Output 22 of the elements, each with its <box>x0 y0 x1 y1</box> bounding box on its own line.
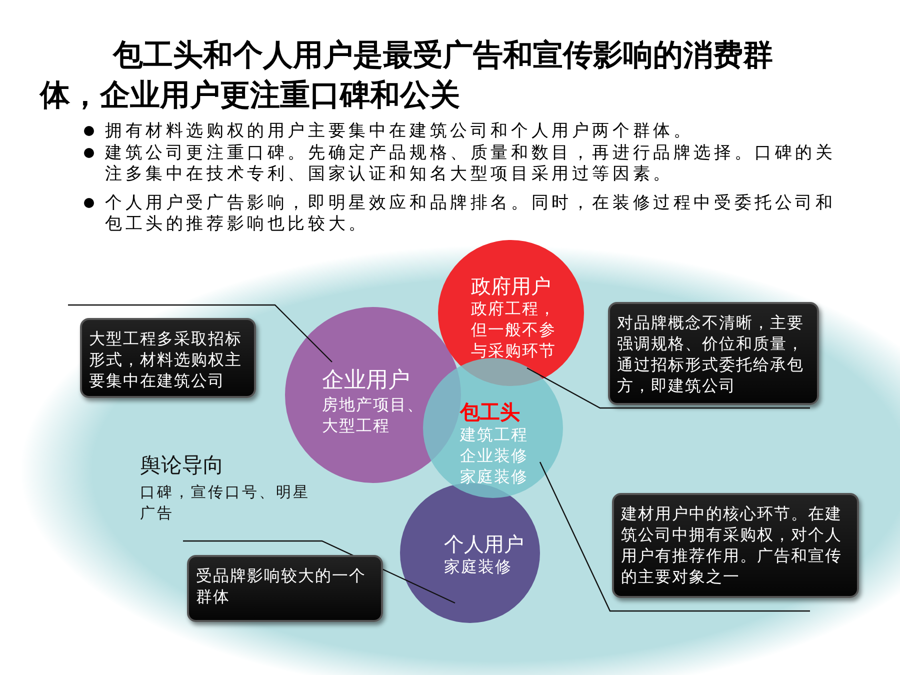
bullet-text: 建筑公司更注重口碑。先确定产品规格、质量和数目，再进行品牌选择。口碑的关注多集中在技术专利、国家认证和知名大型项目采用过等因素。 <box>105 143 837 185</box>
leader-line <box>183 540 456 604</box>
leader-line <box>526 367 810 409</box>
circle-heading: 政府用户 <box>471 274 551 298</box>
callout-box: 受品牌影响较大的一个群体 <box>187 555 383 622</box>
leader-line <box>539 462 810 612</box>
callout-box: 大型工程多采取招标形式，材料选购权主要集中在建筑公司 <box>80 318 256 398</box>
leader-line <box>68 304 332 362</box>
circle-text: 建筑工程企业装修家庭装修 <box>460 424 529 487</box>
circle-text: 政府工程，但一般不参与采购环节 <box>471 298 557 361</box>
bullet-text: 个人用户受广告影响，即明星效应和品牌排名。同时，在装修过程中受委托公司和包工头的推荐影响也比较大。 <box>105 193 837 235</box>
callout-box: 对品牌概念不清晰，主要强调规格、价位和质量，通过招标形式委托给承包方，即建筑公司 <box>608 302 819 405</box>
circle-heading: 个人用户 <box>444 532 524 556</box>
circle-heading: 企业用户 <box>322 368 410 394</box>
bullet-text: 拥有材料选购权的用户主要集中在建筑公司和个人用户两个群体。 <box>105 121 695 142</box>
circle-text: 房地产项目、大型工程 <box>322 394 425 436</box>
group-text: 口碑，宣传口号、明星广告 <box>140 482 311 524</box>
circle-heading: 包工头 <box>460 400 520 424</box>
circle-text: 家庭装修 <box>444 556 513 577</box>
callout-box: 建材用户中的核心环节。在建筑公司中拥有采购权，对个人用户有推荐作用。广告和宣传的主要对象之一 <box>612 493 859 598</box>
title: 包工头和个人用户是最受广告和宣传影响的消费群体，企业用户更注重口碑和公关 <box>40 37 774 115</box>
group-heading: 舆论导向 <box>140 452 224 478</box>
